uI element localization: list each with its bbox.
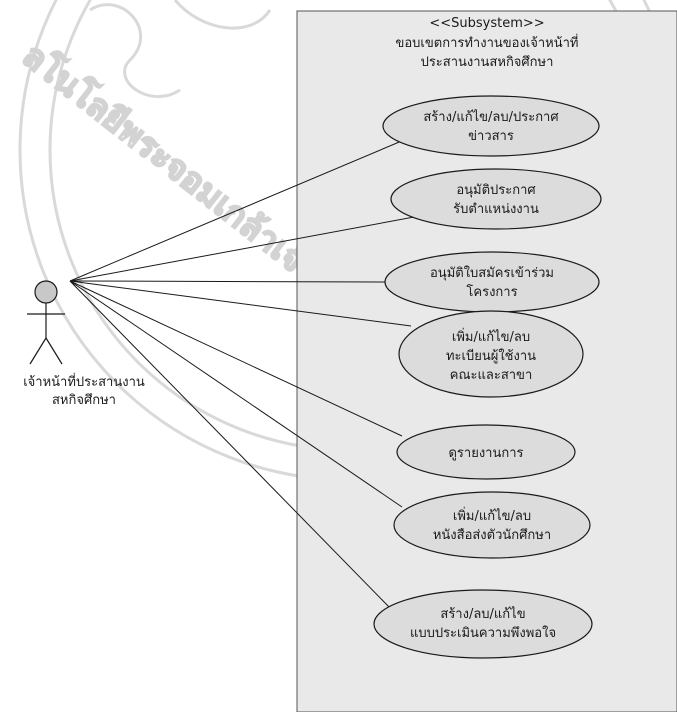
use-case-2: อนุมัติประกาศ รับตำแหน่งงาน: [390, 168, 602, 230]
association-3: [69, 280, 387, 283]
use-case-6-ellipse: [393, 491, 591, 559]
association-6: [69, 280, 403, 508]
use-case-4: เพิ่ม/แก้ไข/ลบ ทะเบียนผู้ใช้งาน คณะและสา…: [398, 310, 584, 398]
actor-name-line-2: สหกิจศึกษา: [52, 393, 116, 408]
associations: [69, 139, 415, 611]
association-4: [69, 280, 412, 327]
use-case-3: อนุมัติใบสมัครเข้าร่วม โครงการ: [384, 251, 600, 313]
use-case-5: ดูรายงานการ: [396, 424, 576, 480]
actor-name-line-1: เจ้าหน้าที่ประสานงาน: [23, 373, 145, 390]
association-5: [69, 280, 403, 437]
association-7: [69, 280, 393, 611]
use-case-1-line-1: สร้าง/แก้ไข/ลบ/ประกาศ: [423, 109, 559, 125]
use-case-4-line-3: คณะและสาขา: [450, 368, 533, 383]
actor: เจ้าหน้าที่ประสานงาน สหกิจศึกษา: [23, 280, 145, 408]
use-case-7-line-2: แบบประเมินความพึงพอใจ: [410, 625, 556, 641]
use-case-2-line-1: อนุมัติประกาศ: [456, 183, 536, 198]
subsystem-title-line-2: ประสานงานสหกิจศึกษา: [421, 55, 554, 70]
use-case-7-ellipse: [373, 589, 593, 659]
use-case-3-ellipse: [384, 251, 600, 313]
actor-head: [34, 280, 58, 304]
use-case-1: สร้าง/แก้ไข/ลบ/ประกาศ ข่าวสาร: [382, 95, 600, 157]
use-case-5-ellipse: [396, 424, 576, 480]
use-case-7: สร้าง/ลบ/แก้ไข แบบประเมินความพึงพอใจ: [373, 589, 593, 659]
association-1: [69, 139, 405, 282]
use-case-6-line-1: เพิ่ม/แก้ไข/ลบ: [453, 507, 531, 524]
use-case-3-line-2: โครงการ: [466, 284, 517, 300]
association-2: [69, 216, 415, 282]
use-case-3-line-1: อนุมัติใบสมัครเข้าร่วม: [430, 265, 554, 281]
actor-left-leg: [29, 337, 47, 365]
use-case-4-ellipse: [398, 310, 584, 398]
use-case-2-line-2: รับตำแหน่งงาน: [453, 202, 539, 217]
use-case-4-line-1: เพิ่ม/แก้ไข/ลบ: [452, 328, 530, 345]
use-case-7-line-1: สร้าง/ลบ/แก้ไข: [440, 606, 525, 622]
use-case-6: เพิ่ม/แก้ไข/ลบ หนังสือส่งตัวนักศึกษา: [393, 491, 591, 559]
use-case-5-line-1: ดูรายงานการ: [448, 446, 523, 461]
use-case-6-line-2: หนังสือส่งตัวนักศึกษา: [433, 527, 551, 543]
use-case-1-line-2: ข่าวสาร: [468, 129, 514, 144]
actor-right-leg: [45, 337, 63, 365]
use-case-4-line-2: ทะเบียนผู้ใช้งาน: [446, 348, 536, 364]
use-case-1-ellipse: [382, 95, 600, 157]
subsystem-title-line-1: ขอบเขตการทำงานของเจ้าหน้าที่: [395, 34, 578, 51]
subsystem-stereotype: <<Subsystem>>: [429, 16, 544, 31]
use-case-2-ellipse: [390, 168, 602, 230]
